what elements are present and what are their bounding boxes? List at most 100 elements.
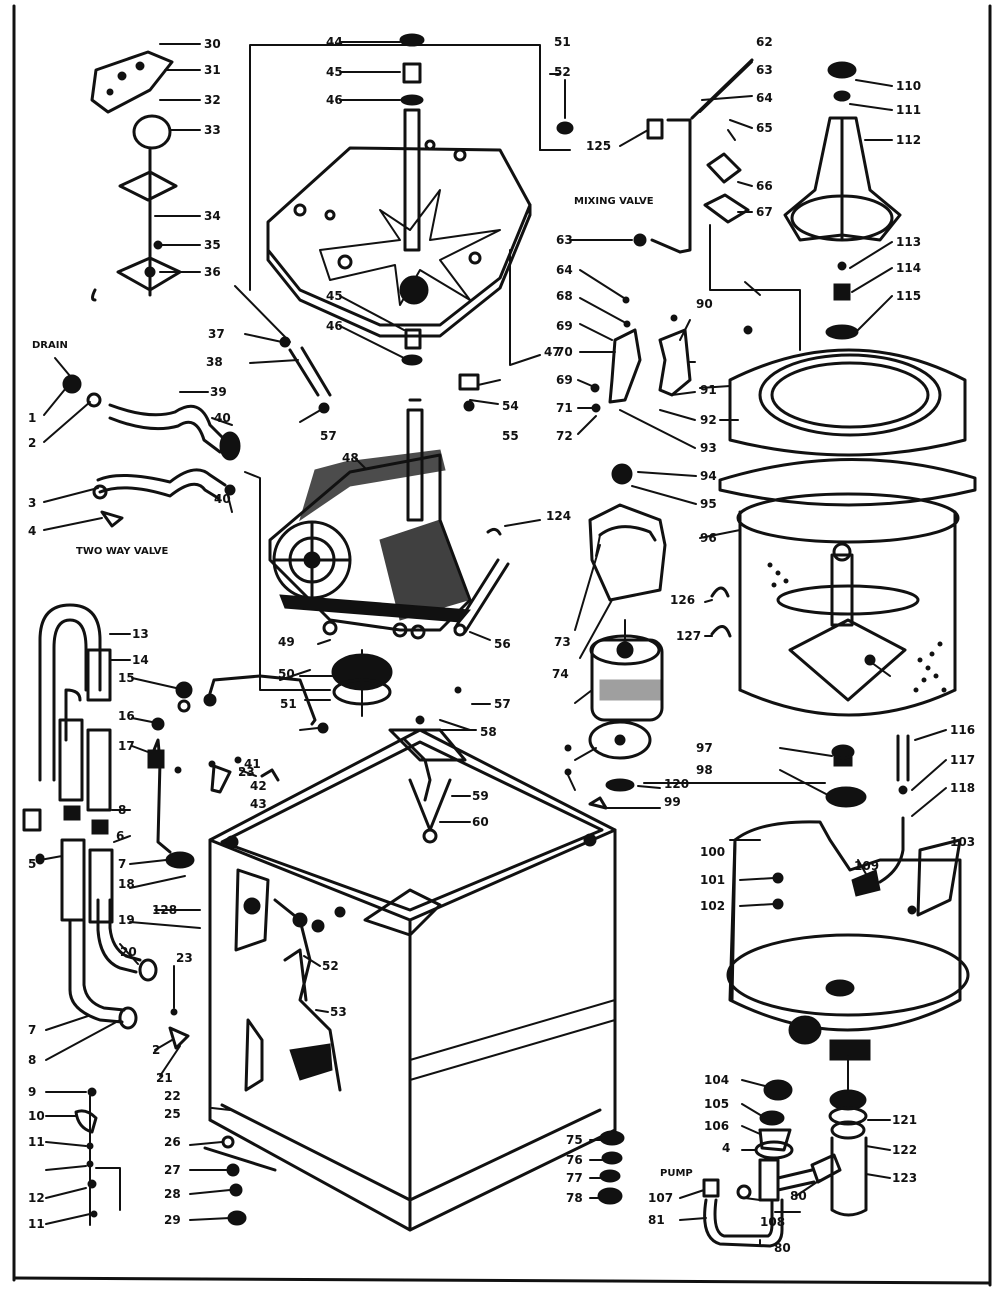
callout-14: 14: [132, 653, 149, 667]
callout-45: 45: [326, 289, 343, 303]
callout-55: 55: [502, 429, 519, 443]
callout-112: 112: [896, 133, 921, 147]
callout-93: 93: [700, 441, 717, 455]
callout-2: 2: [28, 436, 36, 450]
callout-19: 19: [118, 913, 135, 927]
callout-80: 80: [790, 1189, 807, 1203]
fill-hose-assembly: [22, 603, 131, 924]
pump-label: PUMP: [660, 1168, 693, 1179]
callout-10: 10: [28, 1109, 45, 1123]
callout-111: 111: [896, 103, 921, 117]
callout-76: 76: [566, 1153, 583, 1167]
callout-118: 118: [950, 781, 975, 795]
callout-44: 44: [326, 35, 343, 49]
callout-43: 43: [250, 797, 267, 811]
outer-tub-assembly: [726, 820, 970, 1061]
callout-6: 6: [116, 829, 124, 843]
callout-46: 46: [326, 319, 343, 333]
callout-70: 70: [556, 345, 573, 359]
callout-21: 21: [156, 1071, 173, 1085]
callout-54: 54: [502, 399, 519, 413]
agitator-link-arm: [234, 285, 332, 423]
callout-22: 22: [164, 1089, 181, 1103]
callout-116: 116: [950, 723, 975, 737]
callout-60: 60: [472, 815, 489, 829]
callout-71: 71: [556, 401, 573, 415]
callout-34: 34: [204, 209, 221, 223]
callout-47: 47: [544, 345, 561, 359]
callout-98: 98: [696, 763, 713, 777]
callout-113: 113: [896, 235, 921, 249]
callout-48: 48: [342, 451, 359, 465]
callout-1: 1: [28, 411, 36, 425]
callout-33: 33: [204, 123, 221, 137]
callout-64: 64: [556, 263, 573, 277]
drain-bracket-assembly: [90, 43, 201, 297]
callout-8: 8: [118, 803, 126, 817]
callout-7: 7: [28, 1023, 36, 1037]
callout-72: 72: [556, 429, 573, 443]
callout-28: 28: [164, 1187, 181, 1201]
callout-63: 63: [756, 63, 773, 77]
mixing-valve-label: MIXING VALVE: [574, 196, 654, 207]
callout-51: 51: [554, 35, 571, 49]
callout-122: 122: [892, 1143, 917, 1157]
callout-13: 13: [132, 627, 149, 641]
callout-97: 97: [696, 741, 713, 755]
callout-117: 117: [950, 753, 975, 767]
callout-2: 2: [152, 1043, 160, 1057]
callout-67: 67: [756, 205, 773, 219]
callout-105: 105: [704, 1097, 729, 1111]
callout-96: 96: [700, 531, 717, 545]
callout-32: 32: [204, 93, 221, 107]
two-way-valve-label: TWO WAY VALVE: [76, 546, 168, 557]
callout-37: 37: [208, 327, 225, 341]
tub-hub-assembly: [643, 744, 867, 808]
callout-69: 69: [556, 373, 573, 387]
callout-74: 74: [552, 667, 569, 681]
lower-drain-hoses: [45, 898, 190, 1226]
callout-110: 110: [896, 79, 921, 93]
callout-58: 58: [480, 725, 497, 739]
callout-11: 11: [28, 1217, 45, 1231]
callout-27: 27: [164, 1163, 181, 1177]
callout-123: 123: [892, 1171, 917, 1185]
callout-125: 125: [586, 139, 611, 153]
callout-15: 15: [118, 671, 135, 685]
callout-50: 50: [278, 667, 295, 681]
callout-42: 42: [250, 779, 267, 793]
overflow-hose: [878, 729, 947, 884]
callout-23: 23: [238, 765, 255, 779]
callout-40: 40: [214, 411, 231, 425]
water-valve-wiring: [129, 669, 317, 929]
callout-5: 5: [28, 857, 36, 871]
callout-53: 53: [330, 1005, 347, 1019]
callout-120: 120: [664, 777, 689, 791]
callout-109: 109: [854, 859, 879, 873]
callout-8: 8: [28, 1053, 36, 1067]
callout-64: 64: [756, 91, 773, 105]
callout-57: 57: [320, 429, 337, 443]
callout-91: 91: [700, 383, 717, 397]
callout-81: 81: [648, 1213, 665, 1227]
callout-121: 121: [892, 1113, 917, 1127]
motor-assembly: [564, 463, 697, 810]
callout-11: 11: [28, 1135, 45, 1149]
callout-115: 115: [896, 289, 921, 303]
callout-52: 52: [322, 959, 339, 973]
callout-40: 40: [214, 492, 231, 506]
callout-16: 16: [118, 709, 135, 723]
callout-23: 23: [176, 951, 193, 965]
callout-20: 20: [120, 945, 137, 959]
callout-9: 9: [28, 1085, 36, 1099]
callout-101: 101: [700, 873, 725, 887]
callout-126: 126: [670, 593, 695, 607]
callout-104: 104: [704, 1073, 729, 1087]
drain-label: DRAIN: [32, 340, 68, 351]
callout-73: 73: [554, 635, 571, 649]
callout-29: 29: [164, 1213, 181, 1227]
switch-bracket-assembly: [577, 269, 753, 449]
mixing-valve-assembly: [569, 58, 801, 351]
transmission-assembly: [268, 398, 472, 734]
